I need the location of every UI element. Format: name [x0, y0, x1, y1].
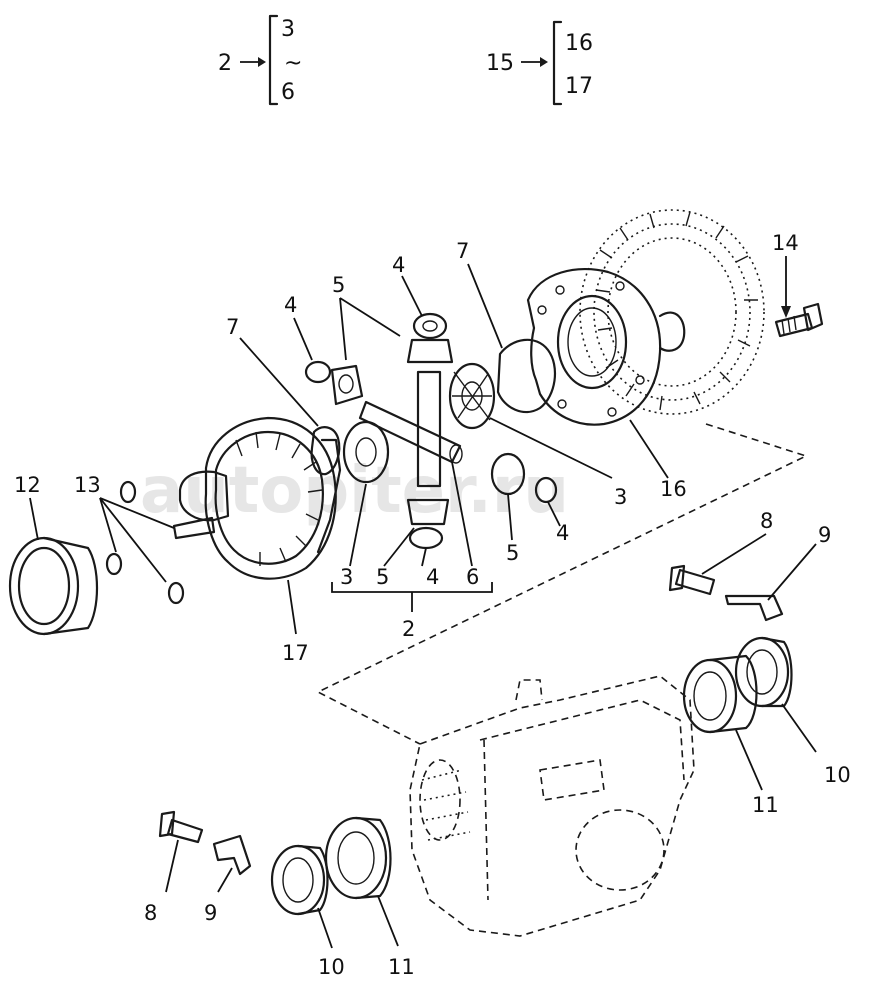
callout-7-right: 7	[456, 239, 469, 263]
callout-2-bracket: 2	[402, 617, 415, 641]
adjuster-nut-10-left	[270, 844, 329, 916]
pinion-gear-top	[406, 312, 454, 364]
watermark-text: autopiter.ru	[140, 454, 569, 528]
callout-10-left: 10	[318, 955, 345, 979]
adjuster-nut-10-right	[734, 636, 793, 708]
legend-15-last: 17	[565, 74, 593, 99]
legend-2-arrowhead	[258, 57, 266, 67]
legend-2-first: 3	[281, 17, 295, 42]
callouts: 14 4 7 5 4 7 12 13 3 16 5 4 3 5 4 6 2 17…	[14, 231, 851, 979]
legend-2-tilde: ~	[284, 51, 302, 76]
callout-9-right: 9	[818, 523, 831, 547]
bolt-8-left	[158, 810, 204, 844]
callout-5-top: 5	[332, 273, 345, 297]
callout-4-left: 4	[284, 293, 297, 317]
callout-8-right: 8	[760, 509, 773, 533]
pinion-gear-left	[304, 360, 364, 406]
callout-16: 16	[660, 477, 687, 501]
callout-8-left: 8	[144, 901, 157, 925]
callout-4-top: 4	[392, 253, 405, 277]
legend-2-last: 6	[281, 80, 295, 105]
callout-14: 14	[772, 231, 799, 255]
legend-15-label: 15	[486, 51, 514, 76]
bolt-14	[774, 302, 824, 338]
callout-6-bottom: 6	[466, 565, 479, 589]
seal-12	[8, 536, 99, 636]
differential-case-half	[526, 268, 686, 426]
differential-case-17	[172, 416, 342, 580]
legend-2-bracket	[268, 14, 279, 106]
callout-9-left: 9	[204, 901, 217, 925]
o-ring-13a	[119, 480, 137, 504]
o-ring-13b	[105, 552, 123, 576]
bolt-8-right	[668, 564, 716, 596]
thrust-washer-7-left	[310, 426, 341, 476]
legend-group-15: 15 16 17	[486, 20, 593, 106]
legend-15-bracket	[552, 20, 563, 106]
legend-2-label: 2	[218, 51, 232, 76]
bearing-11-left	[324, 816, 392, 900]
o-ring-13c	[167, 581, 185, 605]
leader-lines	[29, 256, 817, 949]
callout-17: 17	[282, 641, 309, 665]
legend-15-first: 16	[565, 31, 593, 56]
callout-5-bottom: 5	[376, 565, 389, 589]
transaxle-housing	[409, 675, 695, 937]
ring-gear	[579, 209, 765, 415]
callout-4-lower: 4	[556, 521, 569, 545]
side-gear-right	[448, 362, 496, 430]
bearing-11-right	[682, 654, 758, 734]
legend-15-arrowhead	[540, 57, 548, 67]
callout-11-left: 11	[388, 955, 415, 979]
callout-3-bottom: 3	[340, 565, 353, 589]
lock-plate-9-left	[212, 834, 252, 876]
callout-12: 12	[14, 473, 41, 497]
callout-5-lower: 5	[506, 541, 519, 565]
callout-10-right: 10	[824, 763, 851, 787]
thrust-washer-7-right	[496, 338, 556, 414]
side-gear-left	[342, 420, 390, 484]
lock-plate-9-right	[724, 594, 784, 622]
assembly-centerline	[316, 423, 809, 745]
callout-3-right: 3	[614, 485, 627, 509]
callout-7-left: 7	[226, 315, 239, 339]
callout-11-right: 11	[752, 793, 779, 817]
legend-group-2: 2 3 ~ 6	[218, 14, 302, 106]
callout-4-bottom: 4	[426, 565, 439, 589]
callout-13: 13	[74, 473, 101, 497]
